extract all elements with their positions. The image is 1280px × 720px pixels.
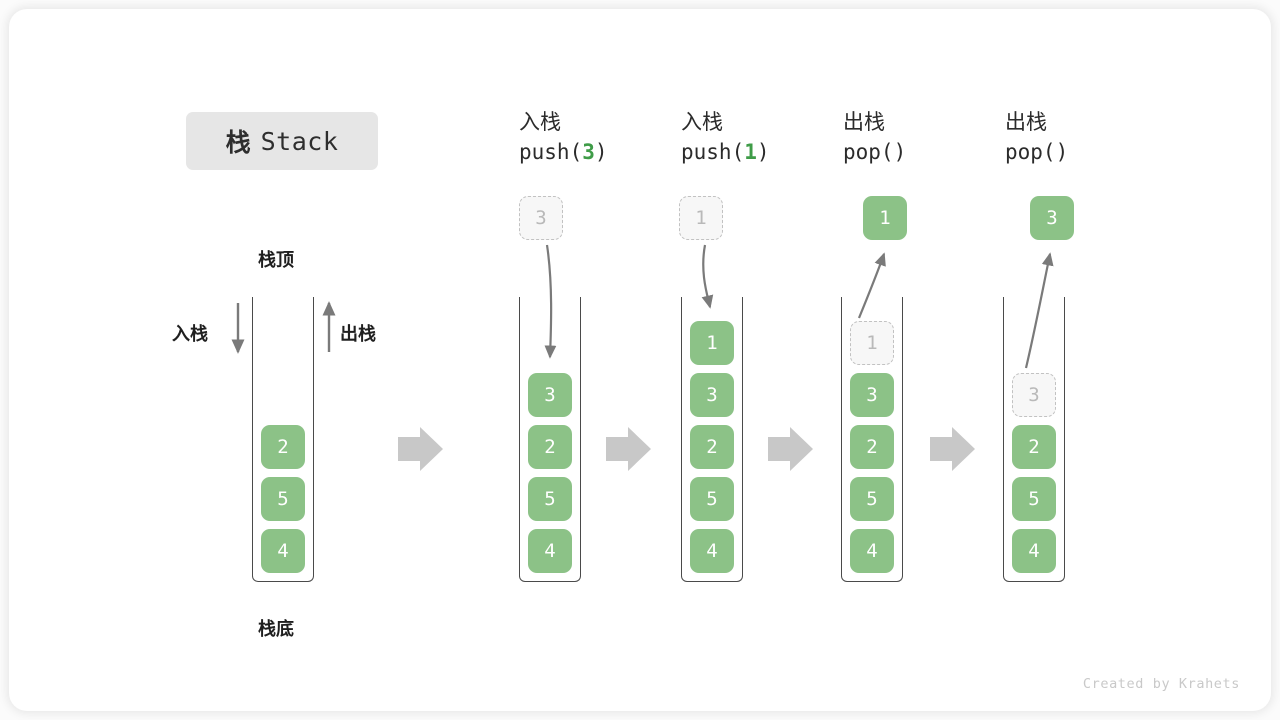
column-header-call-post: ) <box>594 139 608 164</box>
column-header-call-pre: push( <box>681 139 745 164</box>
stack-title-cn: 栈 <box>225 128 251 157</box>
column-header-line1: 入栈 <box>681 110 723 134</box>
stack-cell: 5 <box>690 477 734 521</box>
outgoing-element: 3 <box>1030 196 1074 240</box>
stack-container-pop-1 <box>841 297 903 582</box>
column-header-line2: pop() <box>1005 138 1068 168</box>
stack-cell: 5 <box>261 477 305 521</box>
stack-cell: 5 <box>528 477 572 521</box>
stack-cell: 1 <box>690 321 734 365</box>
stack-cell: 3 <box>690 373 734 417</box>
column-header-line2: push(1) <box>681 138 770 168</box>
stack-cell: 4 <box>261 529 305 573</box>
stack-container-pop-3 <box>1003 297 1065 582</box>
stack-cell-ghost: 3 <box>1012 373 1056 417</box>
stack-cell: 4 <box>850 529 894 573</box>
column-header-line2: push(3) <box>519 138 608 168</box>
stack-cell: 2 <box>261 425 305 469</box>
stack-container-push-1 <box>681 297 743 582</box>
push-direction-label: 入栈 <box>172 324 208 345</box>
stack-cell-ghost: 1 <box>850 321 894 365</box>
stack-cell: 3 <box>528 373 572 417</box>
column-header-call-pre: push( <box>519 139 583 164</box>
stack-cell: 4 <box>528 529 572 573</box>
pop-direction-label: 出栈 <box>340 324 376 345</box>
column-header-call-post: ) <box>756 139 770 164</box>
outgoing-element: 1 <box>863 196 907 240</box>
column-header-call-pre: pop( <box>1005 139 1056 164</box>
stack-cell: 3 <box>850 373 894 417</box>
stack-top-label: 栈顶 <box>258 250 294 271</box>
column-header-pop-3: 出栈 pop() <box>1005 108 1068 168</box>
column-header-call-pre: pop( <box>843 139 894 164</box>
column-header-line1: 出栈 <box>843 110 885 134</box>
stack-cell: 2 <box>1012 425 1056 469</box>
stack-cell: 2 <box>528 425 572 469</box>
stack-cell: 5 <box>850 477 894 521</box>
incoming-element-ghost: 1 <box>679 196 723 240</box>
stack-container-initial <box>252 297 314 582</box>
credit-text: Created by Krahets <box>1082 676 1240 692</box>
stack-container-push-3 <box>519 297 581 582</box>
column-header-call-post: ) <box>893 139 907 164</box>
column-header-line1: 入栈 <box>519 110 561 134</box>
column-header-arg: 3 <box>582 139 595 164</box>
column-header-call-post: ) <box>1055 139 1069 164</box>
stack-cell: 4 <box>690 529 734 573</box>
stack-cell: 4 <box>1012 529 1056 573</box>
column-header-pop-1: 出栈 pop() <box>843 108 906 168</box>
stack-cell: 5 <box>1012 477 1056 521</box>
column-header-line1: 出栈 <box>1005 110 1047 134</box>
stack-title-chip: 栈 Stack <box>186 112 378 170</box>
stack-title-en: Stack <box>260 126 339 156</box>
stack-bottom-label: 栈底 <box>258 619 294 640</box>
stack-cell: 2 <box>690 425 734 469</box>
column-header-push-3: 入栈 push(3) <box>519 108 608 168</box>
stack-cell: 2 <box>850 425 894 469</box>
column-header-arg: 1 <box>744 139 757 164</box>
column-header-push-1: 入栈 push(1) <box>681 108 770 168</box>
incoming-element-ghost: 3 <box>519 196 563 240</box>
column-header-line2: pop() <box>843 138 906 168</box>
